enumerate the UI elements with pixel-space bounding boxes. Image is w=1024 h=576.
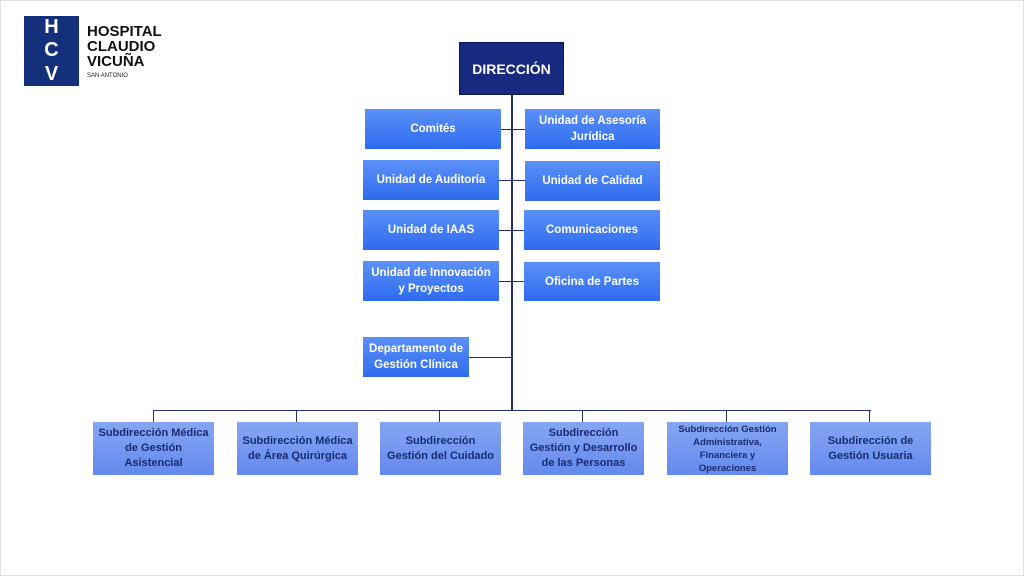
subdireccion-box: Subdirección Gestión del Cuidado [380,422,501,475]
connector-line [869,410,870,422]
connector-line [582,410,583,422]
staff-oficina-partes: Oficina de Partes [524,262,660,301]
logo-line: VICUÑA [87,53,145,70]
staff-comites: Comités [365,109,501,149]
subdireccion-box: Subdirección de Gestión Usuaria [810,422,931,475]
staff-calidad: Unidad de Calidad [525,161,660,201]
staff-iaas: Unidad de IAAS [363,210,499,250]
staff-innovacion: Unidad de Innovación y Proyectos [363,261,499,301]
connector-line [439,410,440,422]
subdireccion-box: Subdirección Médica de Área Quirúrgica [237,422,358,475]
logo-mark: H C V [24,16,79,86]
connector-line [153,410,154,422]
logo-letter: C [44,39,59,62]
subdireccion-box: Subdirección Gestión Administrativa, Fin… [667,422,788,475]
departamento-gestion-clinica: Departamento de Gestión Clínica [363,337,469,377]
logo-letter: V [44,62,59,85]
logo-line: HOSPITAL [87,23,162,40]
connector-line [153,410,871,411]
connector-line [499,230,524,231]
subdireccion-box: Subdirección Gestión y Desarrollo de las… [523,422,644,475]
logo-letter: H [44,16,59,39]
subdireccion-box: Subdirección Médica de Gestión Asistenci… [93,422,214,475]
direccion-box: DIRECCIÓN [459,42,564,95]
connector-line [501,129,525,130]
connector-line [469,357,512,358]
staff-auditoria: Unidad de Auditoría [363,160,499,200]
logo-line: CLAUDIO [87,38,156,55]
staff-comunicaciones: Comunicaciones [524,210,660,250]
logo-name: HOSPITAL CLAUDIO VICUÑA [87,24,162,69]
connector-line [499,281,524,282]
connector-line [726,410,727,422]
connector-line [296,410,297,422]
connector-line [499,180,525,181]
logo-subtitle: SAN ANTONIO [87,73,128,79]
staff-asesoria-juridica: Unidad de Asesoría Jurídica [525,109,660,149]
connector-line [511,95,513,411]
